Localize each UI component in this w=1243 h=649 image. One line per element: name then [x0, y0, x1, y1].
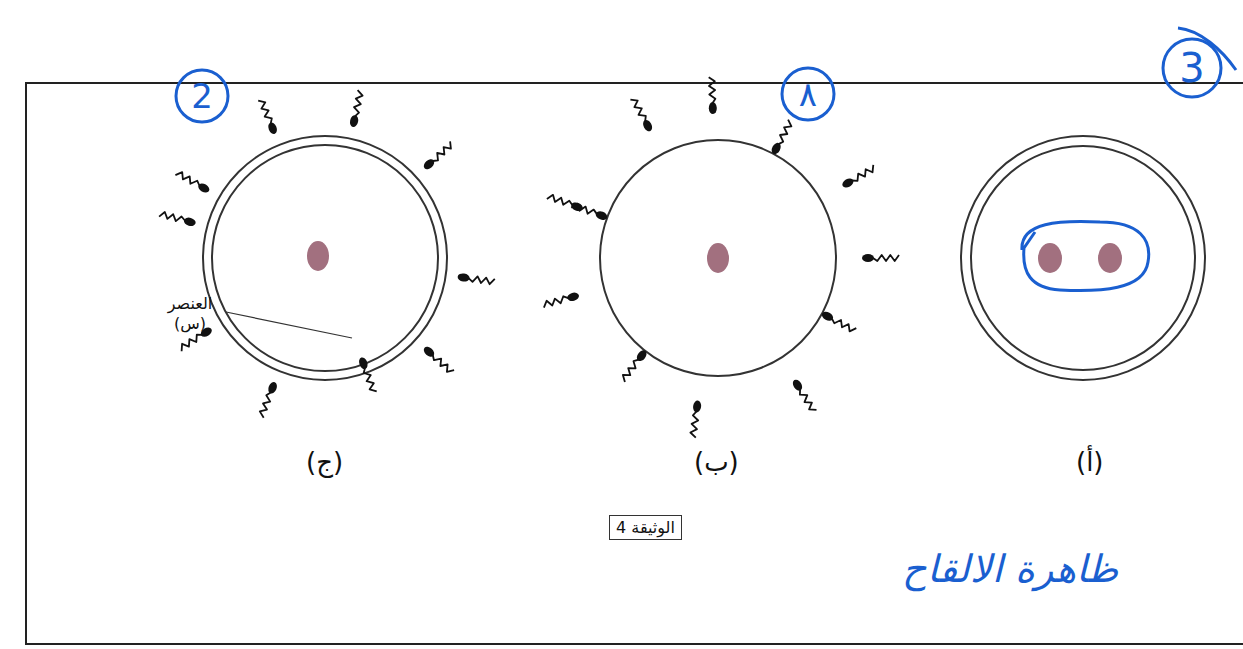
- handwritten-note: ظاهرة الالقاح: [902, 546, 1118, 594]
- sperm-tail: [469, 276, 495, 284]
- handwritten-number: 3: [1179, 45, 1204, 91]
- sperm-head: [641, 118, 654, 132]
- handwritten-circle: [1022, 221, 1149, 290]
- sperm-tail: [547, 195, 572, 205]
- sperm-tail: [433, 141, 451, 161]
- sperm-head: [841, 177, 855, 190]
- sperm-tail: [544, 296, 568, 307]
- sperm-tail: [159, 212, 185, 221]
- sperm-tail: [832, 319, 856, 332]
- sperm-head: [267, 121, 279, 135]
- sperm-tail: [623, 360, 639, 382]
- sperm-tail: [364, 368, 377, 391]
- nucleus: [307, 241, 329, 271]
- sperm-tail: [354, 90, 363, 116]
- egg-membrane: [212, 145, 438, 371]
- document-frame: [26, 83, 1243, 644]
- sperm-tail: [433, 355, 454, 372]
- zona-pellucida: [203, 136, 447, 380]
- figure-letter: (أ): [1076, 446, 1104, 479]
- sperm-tail: [258, 101, 272, 124]
- sperm-head: [422, 157, 436, 171]
- sperm-tail: [175, 172, 199, 185]
- sperm-head: [267, 381, 279, 395]
- circled-number: ٨: [780, 66, 836, 122]
- sperm-head: [183, 216, 197, 227]
- handwritten-number: ٨: [799, 74, 817, 114]
- sperm-head: [791, 378, 804, 392]
- handwritten-number: 2: [191, 76, 213, 116]
- sperm-head: [709, 102, 717, 114]
- sperm-head: [692, 400, 702, 413]
- zona-pellucida: [961, 136, 1205, 380]
- figure-letter: (ب): [694, 446, 739, 479]
- egg-membrane: [971, 146, 1195, 370]
- nucleus: [707, 243, 729, 273]
- sperm-head: [570, 201, 584, 213]
- sperm-head: [357, 356, 369, 370]
- sperm-tail: [852, 165, 873, 181]
- sperm-head: [349, 114, 359, 127]
- nucleus: [1038, 243, 1062, 273]
- sperm-head: [566, 291, 580, 302]
- sperm-tail: [690, 412, 698, 438]
- egg-membrane: [600, 140, 836, 376]
- sperm-group: [159, 77, 899, 438]
- circled-number: 3: [1161, 37, 1223, 99]
- sperm-head: [594, 210, 608, 222]
- document-label: الوثيقة 4: [616, 518, 675, 537]
- circled-number: 2: [174, 68, 230, 124]
- sperm-tail: [873, 255, 899, 261]
- sperm-tail: [709, 77, 716, 103]
- sperm-tail: [800, 389, 817, 410]
- sperm-tail: [779, 120, 792, 144]
- nucleus: [1098, 243, 1122, 273]
- part-name: العنصر (س): [154, 294, 226, 334]
- sperm-head: [457, 273, 470, 283]
- figure-letter: (ج): [306, 446, 343, 479]
- document-label-box: الوثيقة 4: [609, 515, 682, 540]
- sperm-tail: [260, 392, 271, 417]
- sperm-tail: [630, 100, 645, 122]
- sperm-head: [862, 254, 874, 262]
- sperm-tail: [182, 335, 202, 352]
- leader-line: [226, 312, 352, 338]
